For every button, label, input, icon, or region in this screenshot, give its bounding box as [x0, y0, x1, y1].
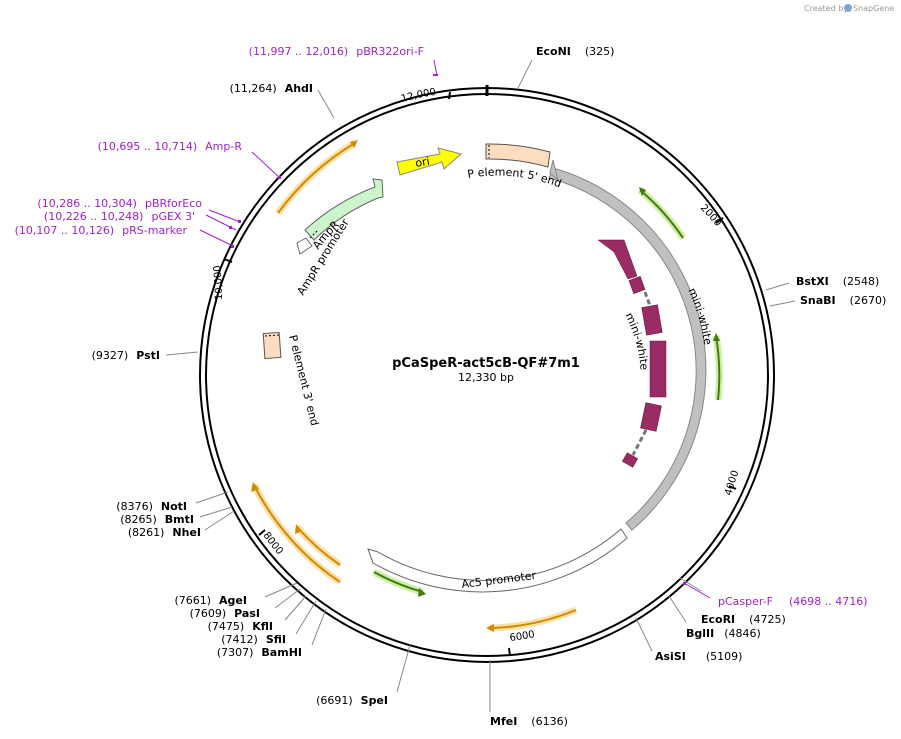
primers: (11,997 .. 12,016)pBR322ori-F (10,695 ..…	[15, 45, 868, 608]
site-kfli[interactable]: (7475)KflI	[208, 620, 273, 633]
site-bamhi[interactable]: (7307)BamHI	[217, 646, 302, 659]
site-noti[interactable]: (8376)NotI	[116, 500, 187, 513]
plasmid-length: 12,330 bp	[458, 371, 514, 384]
tick-label-10000: 10,000	[212, 265, 225, 300]
site-bstxi[interactable]: BstXI(2548)	[796, 275, 879, 288]
site-mfei[interactable]: MfeI(6136)	[490, 715, 568, 728]
ori-feature[interactable]	[396, 147, 463, 176]
site-ecori[interactable]: EcoRI(4725)	[701, 613, 786, 626]
site-bglii[interactable]: BglII(4846)	[686, 627, 761, 640]
p-element-3-feature[interactable]	[262, 331, 282, 360]
primer-pgex3[interactable]: (10,226 .. 10,248)pGEX 3'	[44, 210, 195, 223]
primer-amp-r[interactable]: (10,695 .. 10,714)Amp-R	[98, 140, 243, 153]
site-bmti[interactable]: (8265)BmtI	[120, 513, 194, 526]
primer-leaders	[199, 59, 711, 599]
primer-pbrforeco[interactable]: (10,286 .. 10,304)pBRforEco	[37, 197, 202, 210]
site-pasi[interactable]: (7609)PasI	[190, 607, 260, 620]
site-psti[interactable]: (9327)PstI	[92, 349, 160, 362]
mini-white-region[interactable]	[548, 167, 707, 531]
restriction-sites: EcoNI(325) BstXI(2548) SnaBI(2670) EcoRI…	[92, 45, 887, 728]
primer-marks	[229, 74, 686, 585]
mini-white-gene[interactable]	[597, 239, 667, 468]
site-snabi[interactable]: SnaBI(2670)	[800, 294, 886, 307]
site-agei[interactable]: (7661)AgeI	[174, 594, 247, 607]
plasmid-name: pCaSpeR-act5cB-QF#7m1	[392, 356, 580, 371]
snapgene-logo-icon	[844, 4, 852, 12]
mini-white-region-arrowhead	[549, 159, 559, 182]
green-orfs[interactable]	[372, 187, 723, 597]
mini-white-exon	[640, 402, 662, 432]
orange-orfs[interactable]	[250, 139, 578, 632]
p-element-3-label: P element 3' end	[286, 334, 321, 428]
site-sfii[interactable]: (7412)SfiI	[221, 633, 286, 646]
primer-prs-marker[interactable]: (10,107 .. 10,126)pRS-marker	[15, 224, 188, 237]
mini-white-exon-arrow	[597, 239, 638, 280]
ac5-promoter-feature[interactable]	[367, 528, 628, 593]
mini-white-exon	[649, 340, 667, 398]
p-element-5-feature[interactable]	[485, 143, 551, 168]
mini-white-exon	[628, 276, 646, 294]
site-nhei[interactable]: (8261)NheI	[128, 526, 201, 539]
mini-white-introns	[631, 291, 652, 456]
ampr-feature[interactable]	[304, 178, 384, 241]
site-asisi[interactable]: AsiSI(5109)	[655, 650, 742, 663]
site-leaders	[165, 59, 796, 712]
primer-pbr322ori-f[interactable]: (11,997 .. 12,016)pBR322ori-F	[249, 45, 424, 58]
ori-label: ori	[414, 155, 430, 170]
ampr-dash	[309, 229, 319, 239]
site-spei[interactable]: (6691)SpeI	[316, 694, 388, 707]
ampr-promoter-feature[interactable]	[296, 237, 313, 255]
tick-label-6000: 6000	[509, 629, 536, 644]
site-ahdi[interactable]: (11,264)AhdI	[230, 82, 313, 95]
tick-label-4000: 4000	[723, 469, 741, 497]
credit-brand: SnapGene	[853, 4, 894, 13]
mini-white-exon	[641, 304, 663, 336]
site-econi[interactable]: EcoNI(325)	[536, 45, 614, 58]
primer-pcasper-f[interactable]: pCasper-F(4698 .. 4716)	[718, 595, 868, 608]
tick-label-8000: 8000	[261, 530, 285, 557]
p-element-5-label: P element 5' end	[466, 166, 563, 191]
snapgene-credit: Created by SnapGene	[804, 4, 894, 13]
credit-prefix: Created by	[804, 4, 848, 13]
tick-marks	[223, 91, 737, 657]
mini-white-exon	[621, 452, 639, 468]
